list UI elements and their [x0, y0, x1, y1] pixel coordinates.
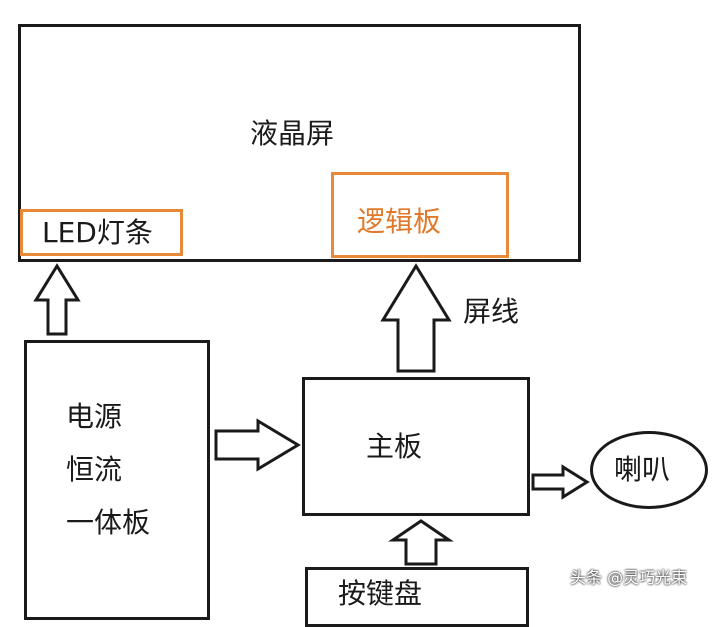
led-strip-label: LED灯条 [42, 216, 153, 249]
arrow-keypad-to-main [388, 519, 454, 566]
logic-board-label: 逻辑板 [357, 205, 442, 238]
arrow-main-to-speaker [531, 464, 590, 500]
main-board-label: 主板 [366, 430, 423, 463]
arrow-main-to-logic [380, 263, 452, 373]
screen-cable-label: 屏线 [463, 295, 520, 328]
main-board-box [302, 377, 530, 516]
watermark: 头条 @灵巧光束 [570, 568, 688, 587]
led-strip-box [20, 209, 183, 256]
connection-arrows [33, 263, 590, 566]
speaker-oval [590, 431, 708, 509]
arrow-power-to-led [33, 263, 81, 336]
power-board-line1: 电源 [66, 400, 123, 433]
power-board-line2: 恒流 [66, 453, 123, 486]
arrow-power-to-main [214, 418, 301, 472]
lcd-screen-label: 液晶屏 [250, 117, 335, 150]
speaker-label: 喇叭 [614, 453, 671, 486]
power-board-line3: 一体板 [66, 506, 151, 539]
logic-board-box [331, 172, 509, 258]
